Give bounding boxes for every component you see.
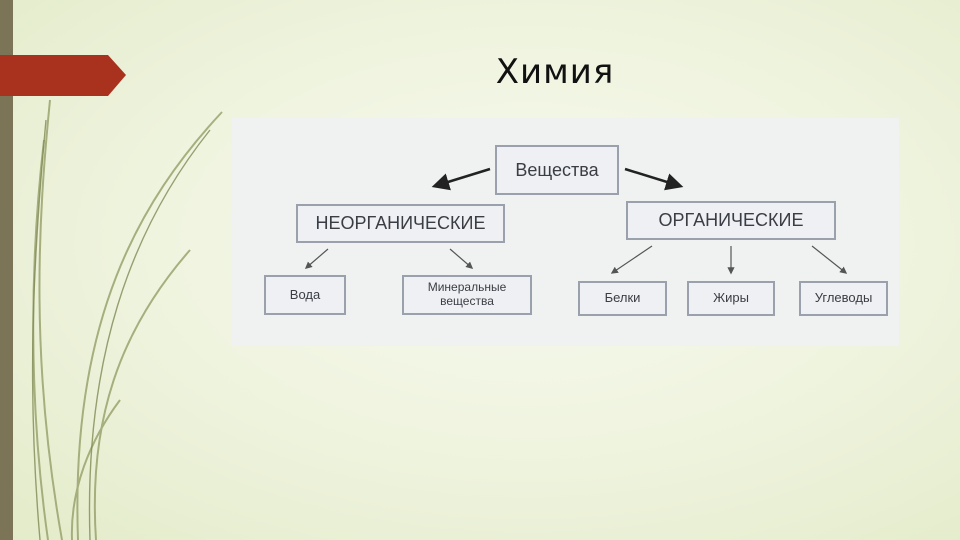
arrow-organic-to-carb xyxy=(811,245,848,274)
node-carbohydrates: Углеводы xyxy=(799,281,888,316)
arrow-root-to-organic xyxy=(624,167,684,191)
title-marker-tab xyxy=(0,55,126,96)
arrow-inorganic-to-mineral xyxy=(449,248,474,269)
arrow-organic-to-protein xyxy=(610,245,653,274)
arrow-inorganic-to-water xyxy=(304,248,329,269)
node-minerals: Минеральные вещества xyxy=(402,275,532,315)
node-water: Вода xyxy=(264,275,346,315)
left-accent-bar xyxy=(0,0,13,540)
classification-diagram: Вещества НЕОРГАНИЧЕСКИЕ ОРГАНИЧЕСКИЕ Вод… xyxy=(232,118,899,346)
node-proteins: Белки xyxy=(578,281,667,316)
arrow-root-to-inorganic xyxy=(431,167,491,191)
diagram-arrows xyxy=(304,167,848,275)
node-organic: ОРГАНИЧЕСКИЕ xyxy=(626,201,836,240)
node-inorganic: НЕОРГАНИЧЕСКИЕ xyxy=(296,204,505,243)
node-fats: Жиры xyxy=(687,281,775,316)
node-substances: Вещества xyxy=(495,145,619,195)
slide-title: Химия xyxy=(495,52,615,92)
grass-decoration xyxy=(31,99,223,540)
